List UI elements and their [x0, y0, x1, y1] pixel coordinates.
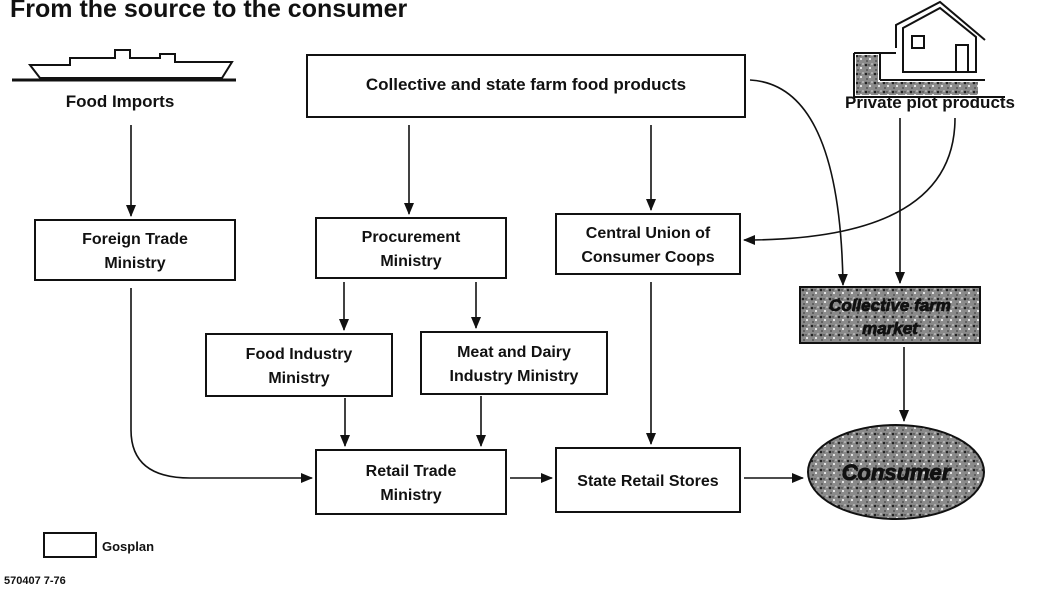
arrow-farm-to-market [749, 79, 848, 286]
coops-label-1: Central Union of [586, 225, 711, 242]
private-plot-label: Private plot products [845, 93, 1015, 112]
retail-trade-box [315, 449, 507, 515]
farm-market-label-2: market [862, 319, 919, 338]
garden-plot-shading [856, 55, 878, 95]
arrow-foreign-trade-to-retail-trade [130, 288, 313, 483]
foreign-trade-label-2: Ministry [104, 255, 165, 272]
consumer-label: Consumer [842, 460, 952, 485]
garden-plot-shading [878, 82, 978, 95]
legend-label: Gosplan [102, 539, 154, 554]
farm-products-box [306, 54, 746, 118]
farm-market-label-1: Collective farm [829, 296, 951, 315]
arrow-private-to-coops [743, 117, 956, 245]
coops-box [555, 213, 741, 275]
state-retail-label: State Retail Stores [577, 473, 718, 490]
footer-code: 570407 7-76 [4, 575, 66, 587]
meat-dairy-label-2: Industry Ministry [450, 368, 579, 385]
foreign-trade-label-1: Foreign Trade [82, 231, 188, 248]
food-industry-label-2: Ministry [268, 370, 329, 387]
retail-trade-label-2: Ministry [380, 487, 441, 504]
food-imports-label: Food Imports [66, 92, 175, 111]
state-retail-box [555, 447, 741, 513]
procurement-label-2: Ministry [380, 253, 441, 270]
diagram-title: From the source to the consumer [10, 0, 408, 23]
farm-products-label: Collective and state farm food products [366, 75, 686, 94]
retail-trade-label-1: Retail Trade [366, 463, 457, 480]
meat-dairy-label-1: Meat and Dairy [457, 344, 571, 361]
coops-label-2: Consumer Coops [581, 249, 714, 266]
meat-dairy-box [420, 331, 608, 395]
foreign-trade-box [34, 219, 236, 281]
collective-farm-market-box [799, 286, 981, 344]
food-industry-box [205, 333, 393, 397]
ship-icon [12, 49, 236, 82]
house-icon [853, 0, 1005, 98]
food-industry-label-1: Food Industry [246, 346, 353, 363]
procurement-label-1: Procurement [362, 229, 461, 246]
legend-swatch [43, 532, 97, 558]
procurement-box [315, 217, 507, 279]
consumer-ellipse [807, 424, 985, 520]
